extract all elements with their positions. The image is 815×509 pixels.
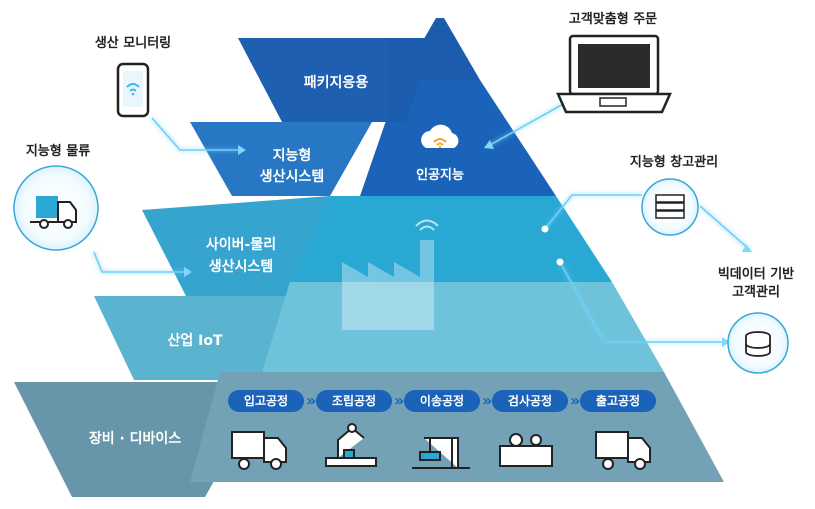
inspection-gears-icon — [499, 433, 553, 467]
outbound-truck-icon — [595, 431, 651, 470]
factory-icon — [342, 240, 434, 330]
connector-lines — [93, 97, 751, 343]
layer-cps — [290, 196, 612, 282]
layer-label-iiot: 산업 IoT — [167, 333, 223, 349]
layer-iiot — [262, 282, 664, 372]
process-pill-assembly: 조립공정 — [316, 390, 392, 412]
chevron-right-icon: » — [306, 391, 317, 410]
server-rack-icon — [655, 194, 685, 219]
chevron-right-icon: » — [482, 391, 493, 410]
band-package-app-right — [387, 38, 436, 122]
chevron-right-icon: » — [570, 391, 581, 410]
process-pill-inspection: 검사공정 — [492, 390, 568, 412]
label-smart-warehouse: 지능형 창고관리 — [629, 155, 719, 170]
layer-label-cps-2: 생산시스템 — [208, 259, 274, 275]
layer-label-package-app: 패키지응용 — [303, 75, 369, 91]
layer-label-ai: 인공지능 — [416, 168, 464, 183]
label-bigdata-1: 빅데이터 기반 — [717, 267, 795, 282]
process-pill-outbound: 출고공정 — [580, 390, 656, 412]
robot-arm-icon — [325, 423, 377, 467]
process-pill-transfer: 이송공정 — [404, 390, 480, 412]
band-smart-production — [190, 122, 372, 196]
label-bigdata-2: 고객관리 — [732, 285, 780, 300]
band-iiot — [94, 296, 290, 380]
truck-icon — [30, 196, 77, 229]
laptop-icon — [556, 34, 672, 114]
label-production-monitoring: 생산 모니터링 — [94, 36, 172, 51]
process-pill-inbound: 입고공정 — [228, 390, 304, 412]
layer-label-smart-production-1: 지능형 — [272, 148, 312, 164]
band-package-app — [238, 38, 387, 122]
chevron-right-icon: » — [394, 391, 405, 410]
crane-icon — [412, 437, 470, 469]
database-icon — [745, 331, 771, 357]
cloud-icon — [421, 124, 459, 149]
layer-label-devices: 장비 · 디바이스 — [88, 431, 182, 447]
smartphone-icon — [116, 62, 150, 118]
layer-label-smart-production-2: 생산시스템 — [259, 169, 325, 185]
label-custom-order: 고객맞춤형 주문 — [568, 12, 658, 27]
label-smart-logistics: 지능형 물류 — [25, 144, 91, 159]
wifi-icon — [415, 219, 439, 231]
layer-label-cps-1: 사이버-물리 — [205, 237, 277, 253]
inbound-truck-icon — [231, 431, 287, 470]
